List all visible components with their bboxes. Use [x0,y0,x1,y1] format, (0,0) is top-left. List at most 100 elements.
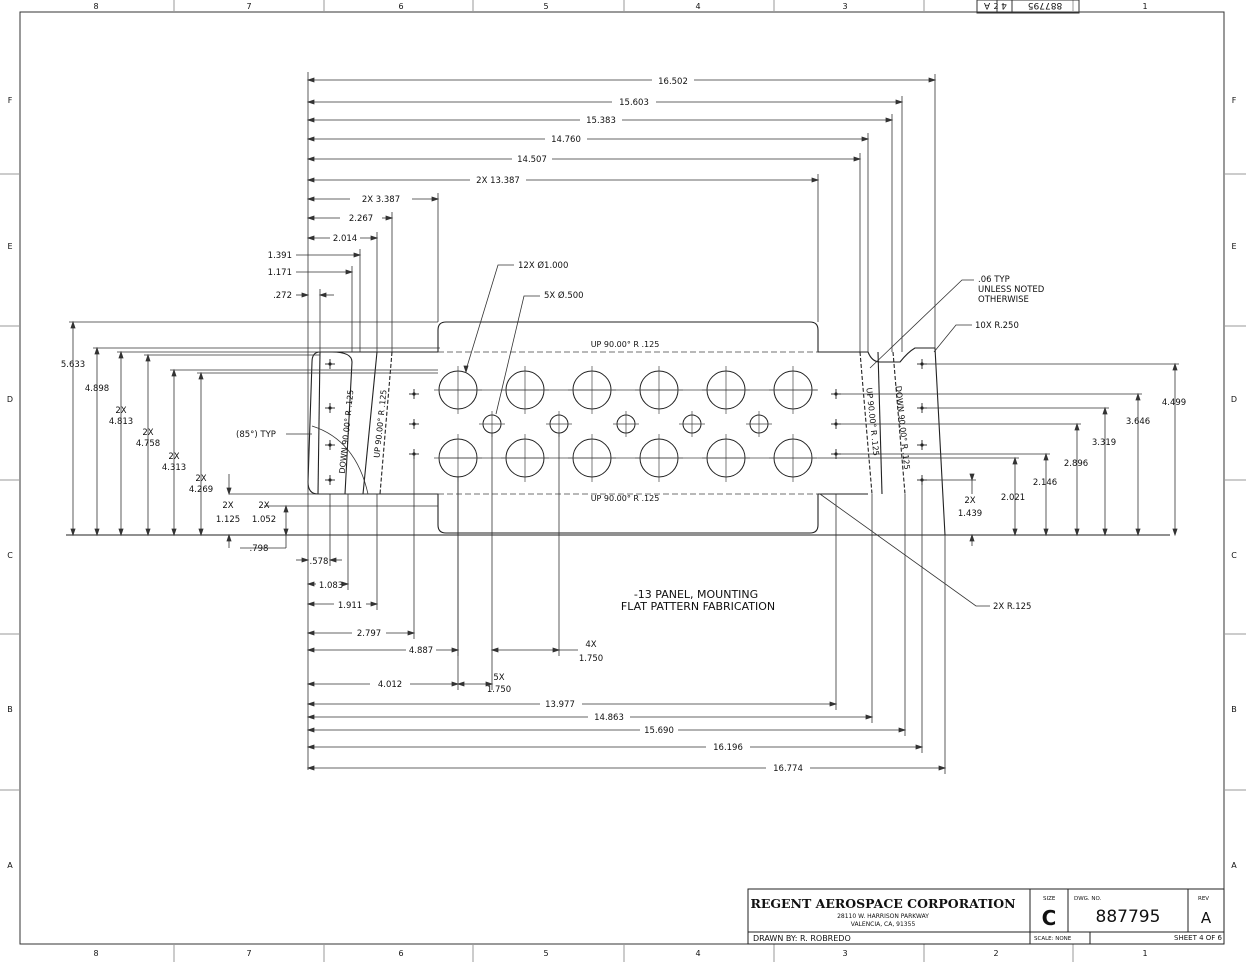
zone-row-right-E: E [1231,242,1236,251]
callout-relief-radius: 2X R.125 [993,602,1031,612]
dim-arrow [969,473,975,482]
dim-arrow [306,117,315,123]
dim-arrow [283,528,289,537]
dim-1-439: 1.439 [958,509,982,519]
company-address-1: 28110 W. HARRISON PARKWAY [837,913,929,920]
hole-pattern [434,366,818,482]
dim-arrow [552,647,561,653]
dim-arrow [198,528,204,537]
dim-arrow [306,156,315,162]
bottom-dimension-labels: .578 1.083 1.911 2.797 4.887 4.012 13.97… [310,557,803,774]
callout-typ-1: .06 TYP [978,275,1010,285]
zone-col-bottom-8: 8 [93,949,98,958]
dim-3-319: 3.319 [1092,438,1116,448]
dim-arrow [318,292,327,298]
dim-4-269-prefix: 2X [195,474,206,484]
dim-arrow [306,196,315,202]
dim-arrow [1012,456,1018,465]
callouts: 12X Ø1.000 5X Ø.500 .06 TYP UNLESS NOTED… [236,260,1045,612]
top-dimension-labels: 16.502 15.603 15.383 14.760 14.507 2X 13… [333,77,688,244]
dim-arrow [306,215,315,221]
part-title: -13 PANEL, MOUNTING FLAT PATTERN FABRICA… [621,588,775,613]
dim-4-898: 4.898 [85,384,109,394]
dim-3-646: 3.646 [1126,417,1150,427]
dim-arrow [306,765,315,771]
dim-arrow [385,215,394,221]
dim-4-813-prefix: 2X [115,406,126,416]
company-address-2: VALENCIA, CA, 91355 [851,921,916,928]
zone-col-top-1: 1 [1142,2,1147,11]
zone-col-top-4: 4 [695,2,700,11]
dim-1-125: 1.125 [216,515,240,525]
dim-1-083: 1.083 [319,581,343,591]
dim-arrow [861,136,870,142]
dim-4-758: 4.758 [136,439,160,449]
dim-arrow [1135,392,1141,401]
dim-4-499: 4.499 [1162,398,1186,408]
company-name: REGENT AEROSPACE CORPORATION [750,896,1015,911]
dim-arrow [226,533,232,542]
dim-4x-value: 1.750 [579,654,603,664]
zone-row-left-C: C [7,551,13,560]
dim-arrow [94,346,100,355]
dim-14-760: 14.760 [551,135,581,145]
marker-dot [412,392,416,396]
dim-arrow [1172,362,1178,371]
leader-corner [933,324,972,353]
bend-lines [438,351,818,495]
title-block: REGENT AEROSPACE CORPORATION 28110 W. HA… [747,888,1225,945]
dim-arrow [915,744,924,750]
sheet-number: SHEET 4 OF 6 [1174,934,1222,942]
dim-arrow [969,533,975,542]
callout-angle: (85°) TYP [236,430,276,440]
zone-col-bottom-6: 6 [398,949,403,958]
dim-4-313: 4.313 [162,463,186,473]
dim-15-603: 15.603 [619,98,649,108]
dim-13-977: 13.977 [545,700,575,710]
dim-14-507: 14.507 [517,155,547,165]
zone-row-right-F: F [1232,96,1237,105]
dim-arrow [1074,422,1080,431]
dim-arrow [451,681,460,687]
zone-col-top-5: 5 [543,2,548,11]
size-value: C [1042,906,1057,930]
dim-16-196: 16.196 [713,743,743,753]
zone-col-bottom-5: 5 [543,949,548,958]
zone-col-top-2: 2 [993,2,998,11]
dim-4-758-prefix: 2X [142,428,153,438]
zone-col-bottom-4: 4 [695,949,700,958]
dim-1-391: 1.391 [268,251,292,261]
dim-arrow [198,371,204,380]
right-vertical-labels: 4.499 3.646 3.319 2.896 2.146 2.021 2X 1… [958,398,1186,519]
dim-arrow [898,727,907,733]
leader-small-holes [495,295,540,415]
callout-typ-3: OTHERWISE [978,295,1029,305]
dimension-lines [69,72,1179,774]
dim-arrow [306,99,315,105]
zone-row-left-D: D [7,395,13,404]
dim-5-633: 5.633 [61,360,85,370]
dim-arrow [490,647,499,653]
dim-arrow [226,487,232,496]
stamp-sheet: 4 [1001,0,1007,10]
dim-4-269: 4.269 [189,485,213,495]
dim-2-896: 2.896 [1064,459,1088,469]
dim-arrow [456,681,465,687]
dim-1-439-prefix: 2X [964,496,975,506]
dim-14-863: 14.863 [594,713,624,723]
dim-arrow [70,528,76,537]
dim-arrow [811,177,820,183]
dim-arrow [885,117,894,123]
dim-arrow [865,714,874,720]
dim-arrow [1102,528,1108,537]
dim-2-267: 2.267 [349,214,373,224]
callout-small-holes: 5X Ø.500 [544,290,584,301]
bend-note-top: UP 90.00° R .125 [591,340,660,349]
dim-2-146: 2.146 [1033,478,1057,488]
dim-arrow [171,368,177,377]
dim-arrow [1012,528,1018,537]
rev-value: A [1201,909,1212,927]
